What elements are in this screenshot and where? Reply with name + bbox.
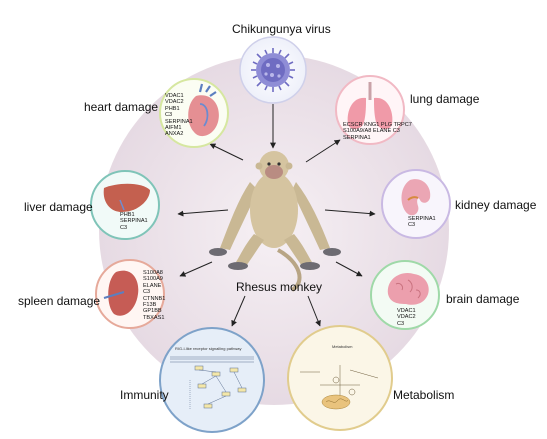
gene: VDAC2 bbox=[397, 314, 416, 321]
arrow-brain bbox=[335, 261, 363, 277]
brain-circle bbox=[370, 260, 440, 330]
arrow-lung bbox=[305, 139, 341, 163]
arrows bbox=[177, 104, 376, 327]
gene: ANXA2 bbox=[165, 131, 184, 138]
brain-gene-list: VDAC1 VDAC2 C3 bbox=[397, 308, 416, 327]
gene: SERPINA1 bbox=[165, 118, 193, 125]
arrow-kidney bbox=[324, 209, 376, 217]
heart-icon bbox=[188, 83, 219, 137]
gene: ECSCR KNG1 PLG TRPC7 bbox=[343, 122, 412, 128]
kidney-gene-list: SERPINA1 C3 bbox=[408, 216, 436, 229]
pathway-diagram-icon bbox=[170, 356, 254, 410]
immunity-pathway-title: RIG-I-like receptor signalling pathway bbox=[175, 346, 242, 351]
liver-gene-list: PHB1 SERPINA1 C3 bbox=[120, 212, 148, 231]
gene: S100A9/A8 ELANE C3 bbox=[343, 128, 400, 135]
gene: S100A9 bbox=[143, 276, 163, 283]
kidney-circle bbox=[381, 169, 451, 239]
heart-gene-list: VDAC1 VDAC2 PHB1 C3 SERPINA1 AIFM1 ANXA2 bbox=[165, 93, 193, 138]
liver-icon bbox=[103, 183, 150, 212]
gene: C3 bbox=[120, 224, 128, 231]
arrow-spleen bbox=[179, 261, 213, 277]
kidney-damage-label: kidney damage bbox=[455, 198, 537, 212]
virus-circle bbox=[239, 36, 307, 104]
spleen-gene-list: S100A8 S100A9 ELANE C3 CTNNB1 F13B GP1BB… bbox=[143, 270, 165, 321]
gene: CTNNB1 bbox=[143, 295, 166, 302]
gene: SERPINA1 bbox=[120, 218, 148, 225]
spleen-circle bbox=[95, 259, 165, 329]
gene: C3 bbox=[408, 222, 416, 229]
immunity-circle bbox=[159, 327, 265, 433]
immunity-label: Immunity bbox=[120, 388, 169, 402]
brain-icon bbox=[387, 272, 429, 305]
metabolism-label: Metabolism bbox=[393, 388, 455, 402]
heart-circle bbox=[159, 78, 229, 148]
gene: AIFM1 bbox=[165, 125, 182, 132]
lung-circle bbox=[335, 75, 405, 145]
gene: C3 bbox=[165, 112, 173, 119]
metabolism-circle bbox=[287, 325, 393, 431]
gene: SERPINA1 bbox=[343, 134, 371, 141]
gene: PHB1 bbox=[165, 105, 180, 112]
arrow-metabolism bbox=[307, 295, 321, 327]
gene: ELANE bbox=[143, 282, 162, 289]
mitochondria-metabolism-icon bbox=[300, 365, 379, 410]
lung-icon bbox=[347, 82, 393, 130]
gene: SERPINA1 bbox=[408, 216, 436, 222]
gene: S100A8 bbox=[143, 270, 163, 276]
kidney-icon bbox=[401, 179, 431, 216]
gene: C3 bbox=[143, 289, 151, 296]
liver-damage-label: liver damage bbox=[24, 200, 93, 214]
liver-circle bbox=[90, 170, 160, 240]
gene: F13B bbox=[143, 302, 157, 309]
arrow-immunity bbox=[231, 295, 246, 327]
gene: VDAC2 bbox=[165, 99, 184, 106]
spleen-damage-label: spleen damage bbox=[18, 294, 101, 308]
heart-damage-label: heart damage bbox=[84, 100, 159, 114]
gene: C3 bbox=[397, 320, 405, 327]
virus-label: Chikungunya virus bbox=[232, 22, 331, 36]
gene: TBXAS1 bbox=[143, 314, 165, 321]
gene: VDAC1 bbox=[165, 93, 184, 99]
spleen-icon bbox=[103, 270, 139, 316]
gene: PHB1 bbox=[120, 212, 135, 218]
host-label: Rhesus monkey bbox=[236, 280, 323, 294]
lung-gene-list: ECSCR KNG1 PLG TRPC7 S100A9/A8 ELANE C3 … bbox=[343, 122, 412, 141]
virus-icon bbox=[251, 48, 295, 92]
monkey-illustration bbox=[209, 151, 341, 292]
lung-damage-label: lung damage bbox=[410, 92, 480, 106]
arrow-liver bbox=[177, 209, 229, 217]
gene: VDAC1 bbox=[397, 308, 416, 314]
brain-damage-label: brain damage bbox=[446, 292, 520, 306]
gene: GP1BB bbox=[143, 308, 162, 315]
metabolism-inset-title: Metabolism bbox=[332, 344, 353, 349]
arrow-heart bbox=[209, 143, 244, 161]
